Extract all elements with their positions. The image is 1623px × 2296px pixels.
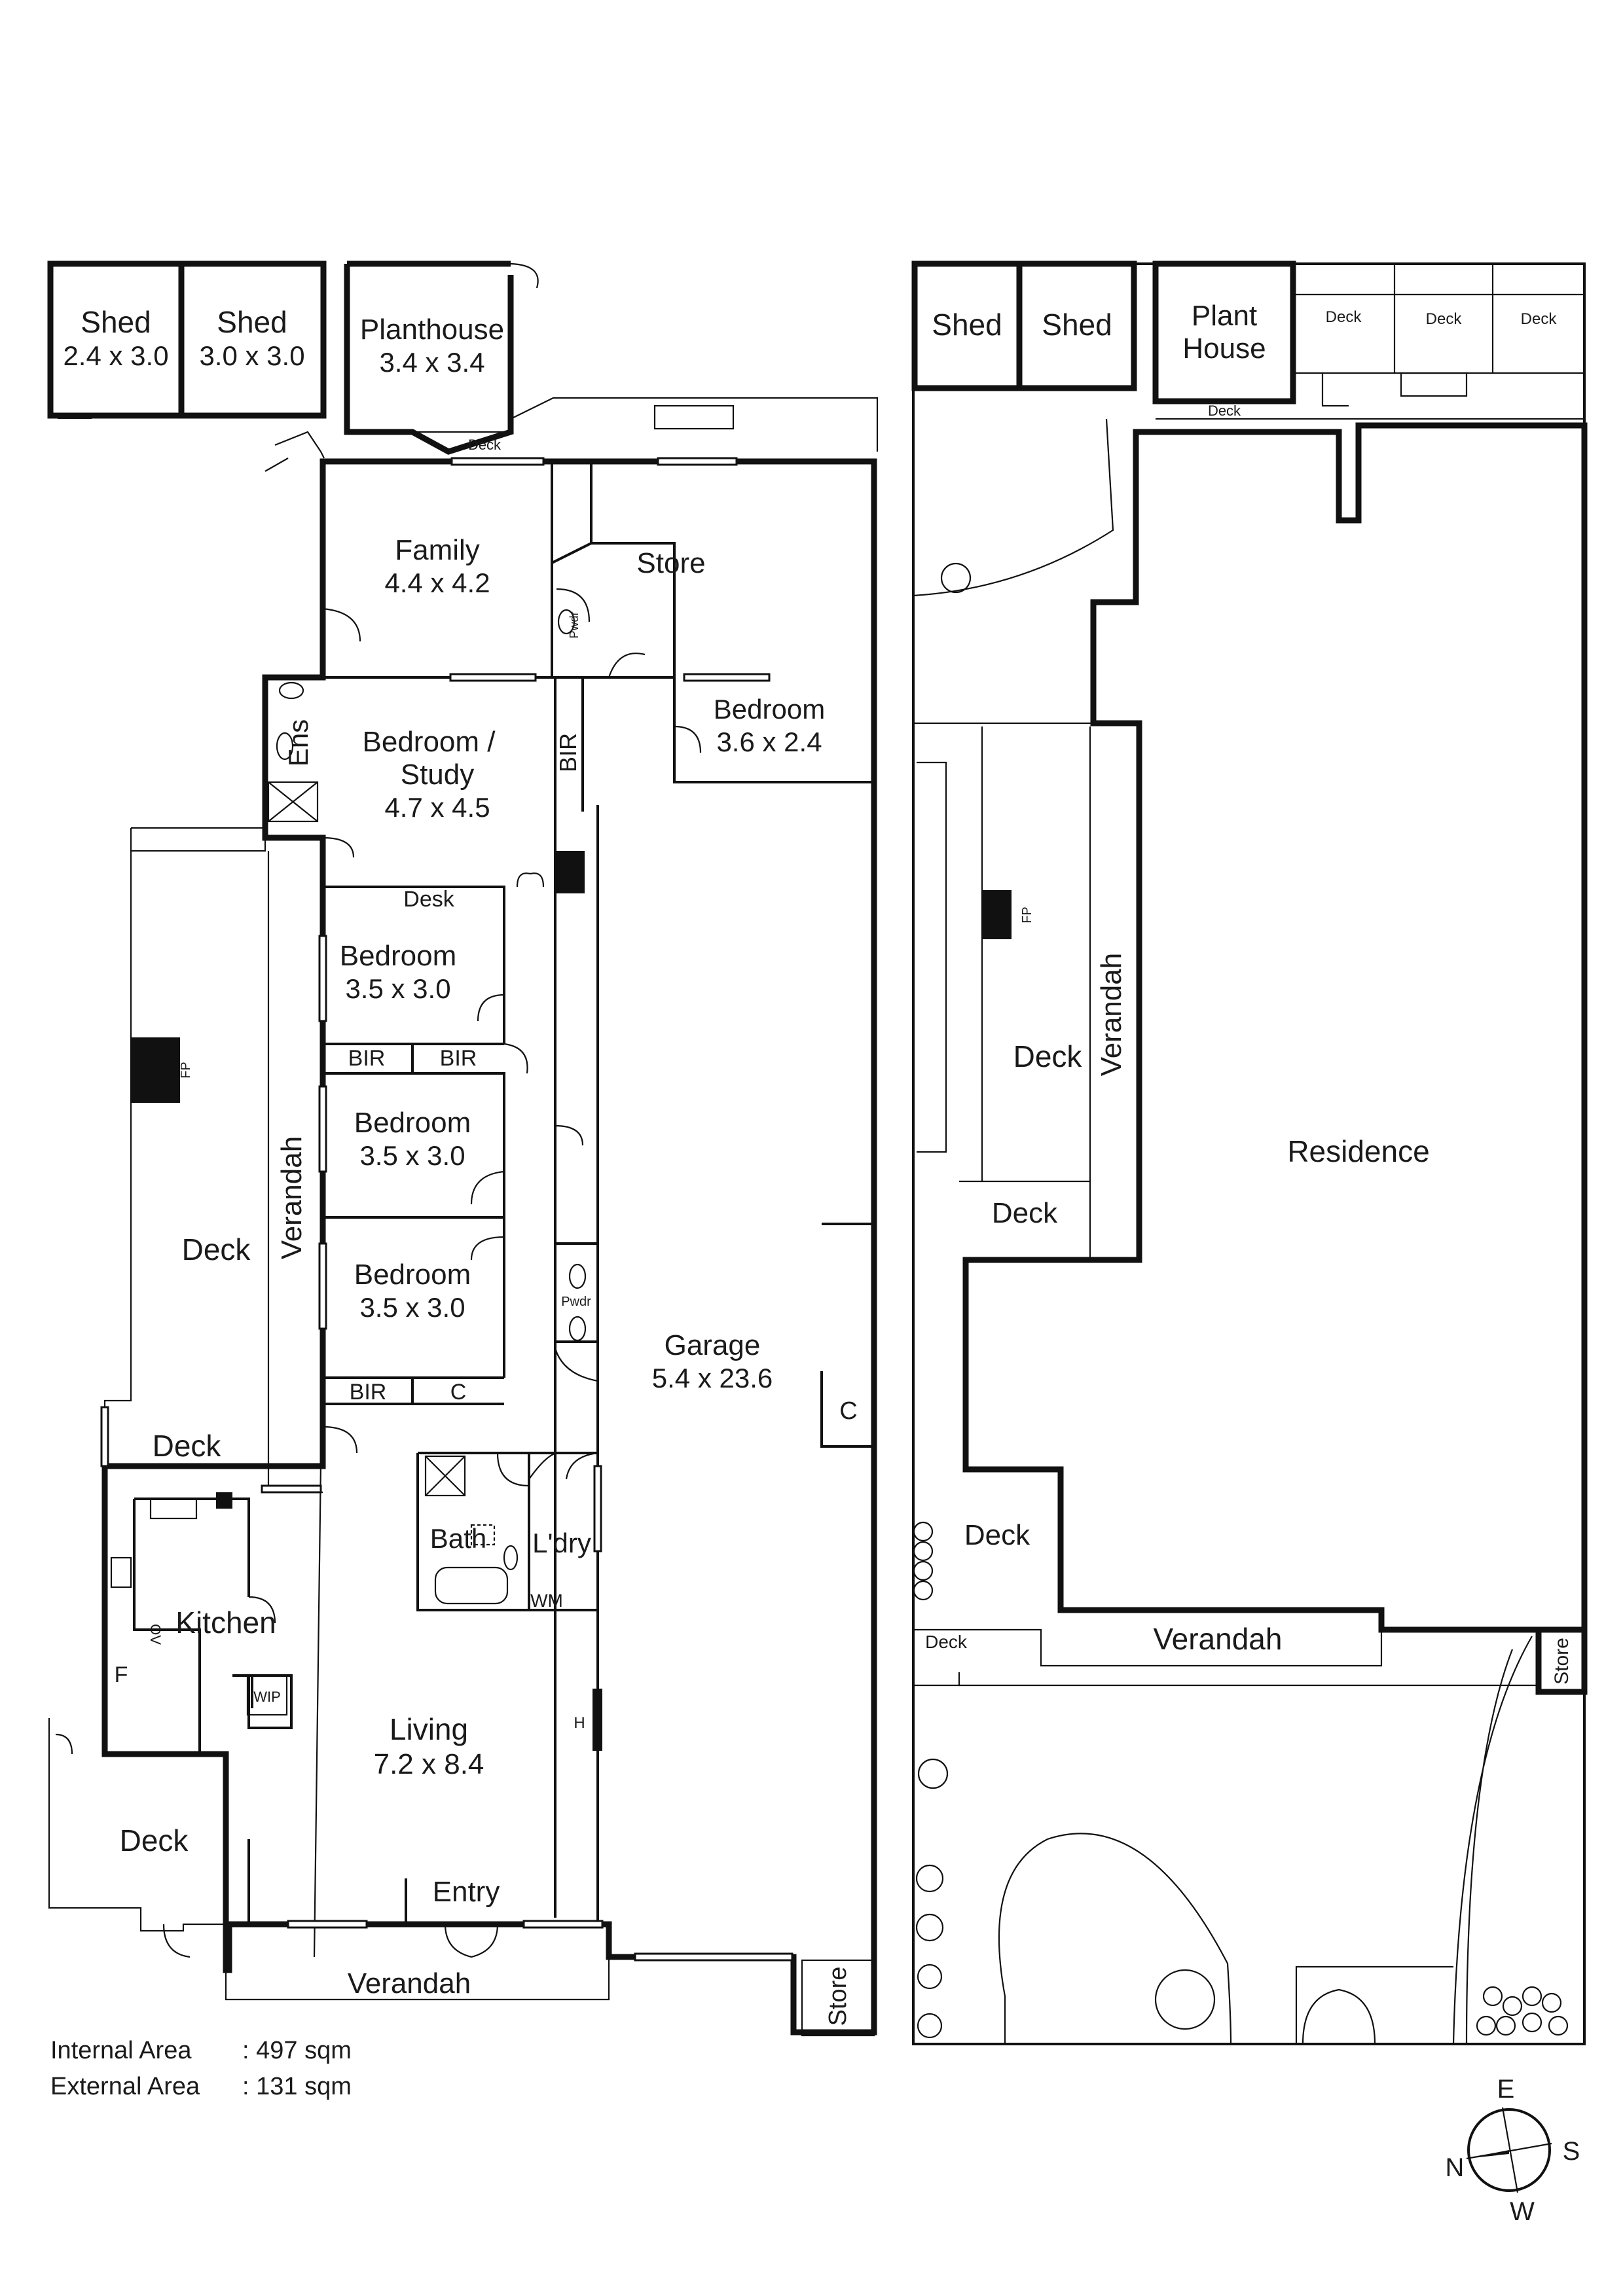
site-shed-2 xyxy=(1016,260,1137,391)
planthouse-dims: 3.4 x 3.4 xyxy=(379,347,484,378)
ens-label: Ens xyxy=(283,719,314,766)
site-verandah-rear-label: Verandah xyxy=(1154,1622,1283,1656)
site-deck-small-label: Deck xyxy=(925,1632,968,1652)
house-outline xyxy=(101,458,877,2036)
site-residence xyxy=(962,422,1588,1633)
compass-n: N xyxy=(1446,2153,1465,2182)
external-area-label: External Area xyxy=(50,2073,200,2100)
external-area-value: : 131 sqm xyxy=(242,2073,352,2100)
bedroom-study-line-1: Bedroom / xyxy=(363,726,496,758)
deck-top-label: Deck xyxy=(468,437,501,453)
garage-dims: 5.4 x 23.6 xyxy=(652,1363,773,1393)
bir-upper-label: BIR xyxy=(555,733,581,772)
deck-small-label: Deck xyxy=(153,1429,222,1463)
bedroom-study-dims: 4.7 x 4.5 xyxy=(384,792,490,823)
family-name: Family xyxy=(395,534,480,566)
store-label: Store xyxy=(636,547,705,579)
site-verandah-side-label: Verandah xyxy=(1095,953,1127,1076)
pwdr-lower-label: Pwdr xyxy=(561,1295,591,1309)
compass-s: S xyxy=(1563,2137,1580,2166)
pwdr-upper-label: Pwdr xyxy=(568,611,581,638)
living-name: Living xyxy=(390,1712,468,1746)
site-boundary xyxy=(912,262,1586,2045)
internal-area-value: : 497 sqm xyxy=(242,2037,352,2064)
shed-2 xyxy=(178,260,327,419)
living-dims: 7.2 x 8.4 xyxy=(374,1748,484,1780)
site-plan: Shed Shed Plant House Deck Deck Deck Dec… xyxy=(911,260,1588,2045)
kitchen-label: Kitchen xyxy=(175,1605,276,1640)
fridge-label: F xyxy=(115,1662,128,1687)
deck-front-label: Deck xyxy=(120,1823,189,1857)
site-store-label: Store xyxy=(1551,1638,1573,1685)
verandah-front-label: Verandah xyxy=(348,1967,471,2000)
bedroom-1-name: Bedroom xyxy=(340,940,457,972)
compass-e: E xyxy=(1497,2075,1515,2104)
compass: E S W N xyxy=(1446,2075,1580,2226)
shed-2-name: Shed xyxy=(217,305,287,339)
h-label: H xyxy=(574,1714,585,1732)
cupboard-label: C xyxy=(450,1380,467,1405)
site-fp-label: FP xyxy=(1020,906,1034,924)
planthouse-name: Planthouse xyxy=(360,314,504,346)
compass-w: W xyxy=(1510,2197,1535,2226)
site-shed-1-label: Shed xyxy=(932,308,1002,342)
bir-b-label: BIR xyxy=(440,1046,477,1071)
bedroom-2-name: Bedroom xyxy=(354,1107,471,1139)
site-deck-1-label: Deck xyxy=(1326,308,1362,326)
wm-label: WM xyxy=(530,1590,563,1611)
fp-label: FP xyxy=(179,1062,193,1079)
site-deck-3-label: Deck xyxy=(1521,310,1558,328)
compass-needle xyxy=(1467,2150,1509,2159)
bedroom-3-dims: 3.5 x 3.0 xyxy=(359,1292,465,1323)
bir-c-label: BIR xyxy=(350,1380,387,1405)
store-front-label: Store xyxy=(824,1967,852,2026)
bedroom-1-dims: 3.5 x 3.0 xyxy=(345,973,450,1004)
verandah-side-label: Verandah xyxy=(276,1136,308,1259)
bath-label: Bath xyxy=(430,1523,486,1554)
shed-1-name: Shed xyxy=(81,305,151,339)
deck-side-label: Deck xyxy=(182,1232,251,1266)
desk-label: Desk xyxy=(403,887,454,912)
shed-1 xyxy=(47,260,185,419)
site-deck-4-label: Deck xyxy=(1208,403,1241,419)
site-shed-2-label: Shed xyxy=(1042,308,1112,342)
plant-house-line-2: House xyxy=(1182,332,1266,365)
entry-label: Entry xyxy=(433,1876,500,1908)
site-deck-rear-label: Deck xyxy=(964,1519,1030,1551)
bedroom-2-dims: 3.5 x 3.0 xyxy=(359,1140,465,1171)
family-dims: 4.4 x 4.2 xyxy=(384,567,490,598)
garage-name: Garage xyxy=(665,1329,761,1361)
site-deck-side-label: Deck xyxy=(1013,1039,1083,1073)
shed-2-dims: 3.0 x 3.0 xyxy=(199,340,304,371)
plant-house-line-1: Plant xyxy=(1192,300,1257,332)
residence-label: Residence xyxy=(1287,1134,1429,1168)
site-deck-lower-label: Deck xyxy=(992,1197,1058,1229)
ov-label: OV xyxy=(147,1624,164,1645)
bir-a-label: BIR xyxy=(348,1046,386,1071)
internal-area-label: Internal Area xyxy=(50,2037,192,2064)
bedroom-study-line-2: Study xyxy=(401,759,475,791)
shed-1-dims: 2.4 x 3.0 xyxy=(63,340,168,371)
bedroom-small-name: Bedroom xyxy=(714,694,825,725)
laundry-label: L'dry xyxy=(532,1528,591,1558)
bedroom-3-name: Bedroom xyxy=(354,1259,471,1291)
wip-label: WIP xyxy=(253,1689,281,1705)
bedroom-small-dims: 3.6 x 2.4 xyxy=(716,726,822,757)
planthouse xyxy=(344,260,514,455)
garage-cupboard-label: C xyxy=(839,1397,857,1425)
floor-plan: Shed 2.4 x 3.0 Shed 3.0 x 3.0 Planthouse… xyxy=(47,260,879,2100)
compass-circle xyxy=(1467,2108,1551,2192)
site-deck-2-label: Deck xyxy=(1426,310,1463,328)
